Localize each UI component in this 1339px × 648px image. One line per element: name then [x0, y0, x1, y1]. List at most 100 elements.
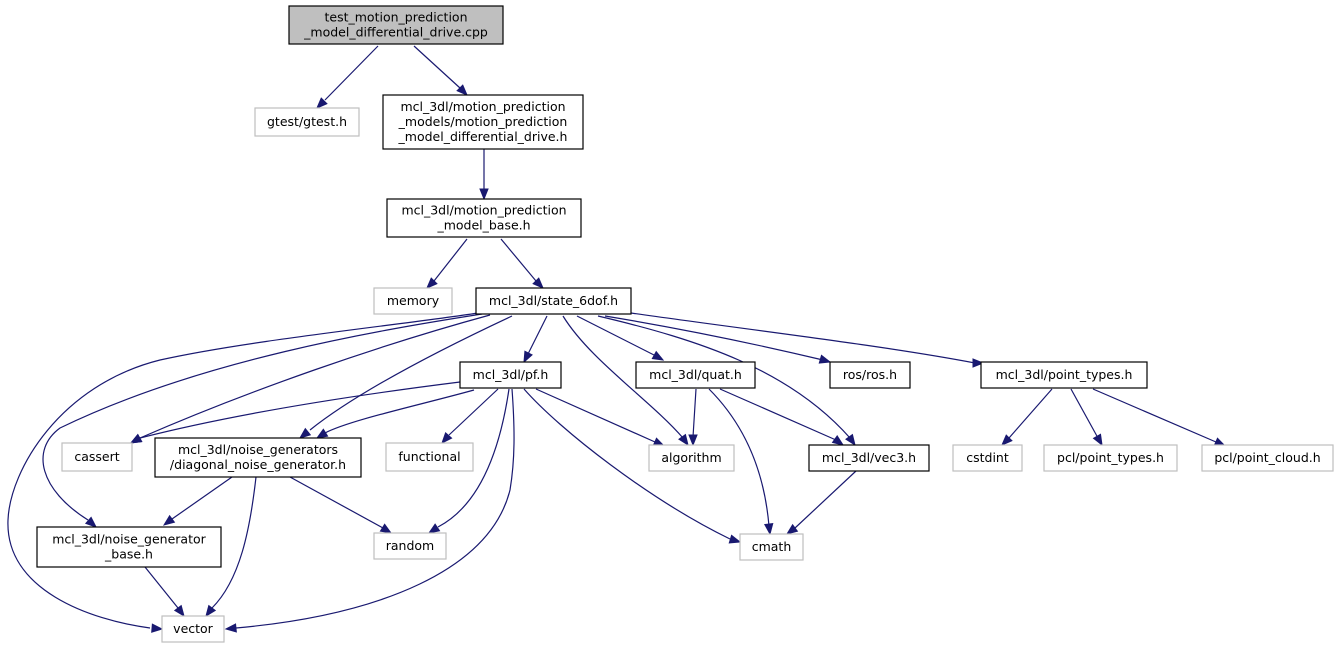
edge-line: [7, 312, 479, 629]
node-memory: memory: [373, 287, 453, 315]
edge-line: [235, 388, 515, 629]
edge-vec3-to-cmath: [785, 470, 857, 535]
node-random: random: [373, 532, 447, 560]
edge-line: [527, 315, 548, 355]
edge-line: [692, 388, 697, 438]
arrowhead-icon: [845, 433, 856, 447]
edge-line: [597, 315, 851, 439]
node-label: pcl/point_cloud.h: [1214, 450, 1320, 465]
edge-line: [211, 476, 257, 609]
edge-state-to-algorithm: [562, 315, 689, 447]
arrowhead-icon: [728, 534, 742, 544]
node-ngb[interactable]: mcl_3dl/noise_generator_base.h: [36, 526, 222, 568]
node-label: _model_differential_drive.h: [398, 129, 568, 144]
node-box: [161, 615, 225, 643]
edge-state-to-pf: [523, 315, 548, 364]
edge-ngb-to-vector: [144, 566, 185, 618]
arrowhead-icon: [316, 97, 328, 109]
node-label: mcl_3dl/noise_generators: [178, 442, 338, 457]
node-box: [373, 287, 453, 315]
node-label: _model_differential_drive.cpp: [303, 25, 488, 40]
arrowhead-icon: [1092, 433, 1103, 447]
arrowhead-icon: [379, 523, 393, 534]
edge-line: [708, 388, 770, 527]
edge-line: [144, 566, 179, 609]
node-label: test_motion_prediction: [325, 10, 468, 25]
edge-root-to-mpmdd: [413, 45, 468, 96]
node-label: _models/motion_prediction: [398, 114, 568, 129]
edge-mpmb-to-state: [500, 238, 544, 289]
nodes-layer: test_motion_prediction_model_differentia…: [36, 5, 1334, 643]
edge-quat-to-vec3: [719, 388, 845, 446]
edges-layer: [7, 45, 1227, 633]
arrowhead-icon: [427, 523, 441, 534]
edge-pf-to-random: [427, 388, 510, 534]
node-cmath: cmath: [739, 533, 804, 561]
arrowhead-icon: [818, 354, 832, 364]
edge-state-to-dng: [298, 315, 513, 439]
edge-line: [523, 388, 731, 540]
edge-state-to-ros: [604, 315, 832, 364]
node-label: gtest/gtest.h: [267, 114, 347, 129]
edge-line: [324, 389, 475, 434]
node-cassert: cassert: [61, 442, 133, 472]
arrowhead-icon: [129, 433, 143, 444]
node-box: [1043, 444, 1178, 472]
arrowhead-icon: [532, 277, 544, 289]
edge-line: [500, 238, 537, 282]
arrowhead-icon: [651, 350, 665, 361]
node-label: cassert: [74, 449, 119, 464]
node-dng[interactable]: mcl_3dl/noise_generators/diagonal_noise_…: [154, 437, 362, 478]
node-quat[interactable]: mcl_3dl/quat.h: [635, 361, 756, 389]
node-box: [952, 444, 1023, 472]
edge-state-to-ngb: [42, 313, 483, 528]
edge-line: [433, 238, 468, 282]
arrowhead-icon: [84, 516, 98, 528]
edge-line: [535, 388, 656, 443]
arrowhead-icon: [162, 514, 176, 526]
node-gtest: gtest/gtest.h: [254, 107, 360, 137]
node-box: [808, 444, 930, 472]
node-label: _base.h: [104, 547, 153, 562]
edge-quat-to-algorithm: [688, 388, 698, 447]
node-label: algorithm: [661, 450, 721, 465]
node-label: mcl_3dl/quat.h: [649, 367, 742, 382]
node-mpmdd[interactable]: mcl_3dl/motion_prediction_models/motion_…: [382, 94, 584, 150]
node-box: [980, 361, 1148, 389]
edge-dng-to-random: [289, 476, 393, 534]
edge-line: [42, 313, 483, 521]
arrowhead-icon: [173, 604, 185, 618]
edge-line: [604, 315, 824, 361]
arrowhead-icon: [456, 84, 468, 96]
node-pf[interactable]: mcl_3dl/pf.h: [459, 361, 562, 389]
node-mpmb[interactable]: mcl_3dl/motion_prediction_model_base.h: [386, 198, 582, 238]
node-box: [61, 442, 133, 472]
edge-pt-to-pclpc: [1092, 388, 1227, 447]
edge-mpmdd-to-mpmb: [479, 149, 489, 201]
node-label: _model_base.h: [436, 218, 530, 233]
node-label: mcl_3dl/point_types.h: [996, 367, 1133, 382]
edge-dng-to-vector: [205, 476, 257, 618]
arrowhead-icon: [426, 277, 438, 289]
node-label: functional: [398, 449, 460, 464]
node-box: [382, 94, 584, 150]
node-vec3[interactable]: mcl_3dl/vec3.h: [808, 444, 930, 472]
node-box: [254, 107, 360, 137]
node-label: mcl_3dl/motion_prediction: [400, 99, 565, 114]
node-vector: vector: [161, 615, 225, 643]
node-label: mcl_3dl/motion_prediction: [401, 203, 566, 218]
node-functional: functional: [385, 442, 474, 472]
node-state[interactable]: mcl_3dl/state_6dof.h: [475, 287, 632, 315]
arrowhead-icon: [688, 434, 698, 447]
edge-pf-to-algorithm: [535, 388, 666, 447]
node-root[interactable]: test_motion_prediction_model_differentia…: [288, 5, 504, 45]
node-label: cstdint: [966, 450, 1009, 465]
edge-pt-to-pclpt: [1070, 388, 1103, 447]
node-pt[interactable]: mcl_3dl/point_types.h: [980, 361, 1148, 389]
arrowhead-icon: [205, 604, 217, 618]
node-label: random: [386, 538, 434, 553]
node-ros[interactable]: ros/ros.h: [829, 361, 911, 389]
edge-line: [1070, 388, 1099, 439]
edge-root-to-gtest: [316, 45, 379, 109]
node-pclpt: pcl/point_types.h: [1043, 444, 1178, 472]
